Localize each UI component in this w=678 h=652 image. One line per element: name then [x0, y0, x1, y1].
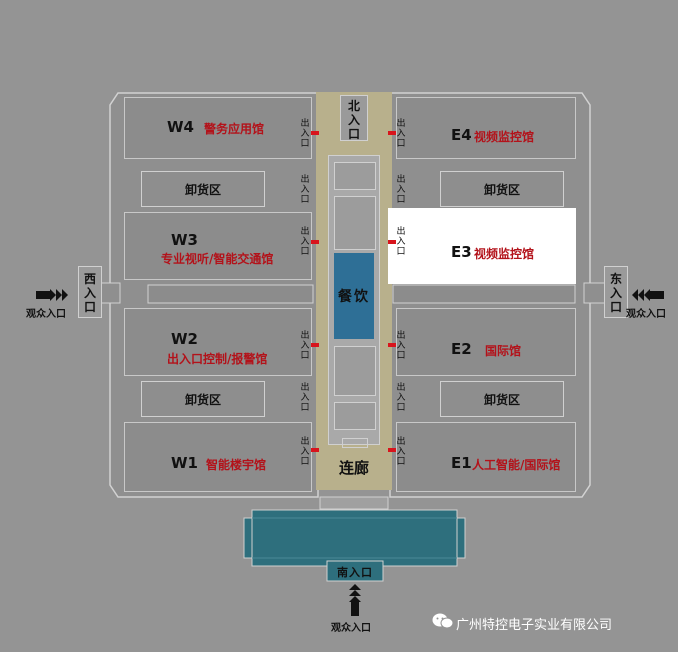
- exit-e1: 出入口: [396, 437, 406, 467]
- exit-w2-dock: 出入口: [300, 383, 310, 413]
- exit-w4: 出入口: [300, 119, 310, 149]
- hall-e3-highlighted[interactable]: [388, 208, 576, 284]
- arrow-right-icon: [36, 289, 68, 301]
- hall-e4-code: E4: [451, 126, 472, 144]
- exit-w2: 出入口: [300, 331, 310, 361]
- arrow-left-icon: [632, 289, 664, 301]
- door-w1: [311, 448, 319, 452]
- dining-area: [334, 253, 374, 339]
- door-e1: [388, 448, 396, 452]
- hall-w4[interactable]: [124, 97, 312, 159]
- unloading-area-w4: 卸货区: [141, 171, 265, 207]
- corridor-cell: [334, 162, 376, 190]
- hall-e3-name: 视频监控馆: [474, 247, 535, 261]
- hall-e4[interactable]: [396, 97, 576, 159]
- hall-w3-name: 专业视听/智能交通馆: [161, 252, 274, 266]
- hall-e3-code: E3: [451, 243, 472, 261]
- corridor-label: 连廊: [338, 459, 369, 477]
- east-entrance-block: [604, 266, 628, 318]
- hall-e1[interactable]: [396, 422, 576, 492]
- exit-e3: 出入口: [396, 227, 406, 257]
- hall-w1[interactable]: [124, 422, 312, 492]
- door-w3: [311, 240, 319, 244]
- east-entrance-label: 东入口: [609, 272, 622, 314]
- hall-e1-code: E1: [451, 454, 472, 472]
- exit-w3: 出入口: [300, 227, 310, 257]
- dining-label: 餐饮: [338, 289, 370, 305]
- exit-e4: 出入口: [396, 119, 406, 149]
- door-w4: [311, 131, 319, 135]
- hall-w4-code: W4: [167, 118, 194, 136]
- west-visitor-entrance-label: 观众入口: [26, 309, 66, 320]
- hall-w1-code: W1: [171, 454, 198, 472]
- south-entrance-label: 南入口: [337, 566, 373, 579]
- hall-w2-name: 出入口控制/报警馆: [167, 352, 268, 366]
- hall-w4-name: 警务应用馆: [204, 122, 265, 136]
- west-entrance-label: 西入口: [83, 272, 96, 314]
- door-w2: [311, 343, 319, 347]
- door-e4: [388, 131, 396, 135]
- hall-e2-code: E2: [451, 340, 472, 358]
- hall-e2[interactable]: [396, 308, 576, 376]
- door-e3: [388, 240, 396, 244]
- hall-w3[interactable]: [124, 212, 312, 280]
- door-e2: [388, 343, 396, 347]
- arrow-up-icon: [349, 584, 361, 616]
- corridor-cell: [334, 346, 376, 396]
- hall-w1-name: 智能楼宇馆: [206, 458, 267, 472]
- exit-w4-dock: 出入口: [300, 175, 310, 205]
- corridor-gate: [342, 438, 368, 448]
- west-entrance-block: [78, 266, 102, 318]
- north-entrance-block: [340, 95, 368, 141]
- exit-e4-dock: 出入口: [396, 175, 406, 205]
- watermark-text: 广州特控电子实业有限公司: [456, 618, 613, 633]
- wechat-icon: [432, 613, 454, 629]
- exit-w1: 出入口: [300, 437, 310, 467]
- unloading-area-w2: 卸货区: [141, 381, 265, 417]
- hall-w2[interactable]: [124, 308, 312, 376]
- exit-e2-dock: 出入口: [396, 383, 406, 413]
- hall-e4-name: 视频监控馆: [474, 130, 535, 144]
- south-visitor-entrance-label: 观众入口: [331, 623, 371, 634]
- hall-e2-name: 国际馆: [485, 344, 522, 358]
- unloading-area-e4: 卸货区: [440, 171, 564, 207]
- exit-e2: 出入口: [396, 331, 406, 361]
- corridor-cell: [334, 196, 376, 250]
- east-visitor-entrance-label: 观众入口: [626, 309, 666, 320]
- hall-w3-code: W3: [171, 231, 198, 249]
- hall-e1-name: 人工智能/国际馆: [472, 458, 561, 472]
- north-entrance-label: 北入口: [347, 99, 360, 141]
- hall-w2-code: W2: [171, 330, 198, 348]
- unloading-area-e2: 卸货区: [440, 381, 564, 417]
- corridor-cell: [334, 402, 376, 430]
